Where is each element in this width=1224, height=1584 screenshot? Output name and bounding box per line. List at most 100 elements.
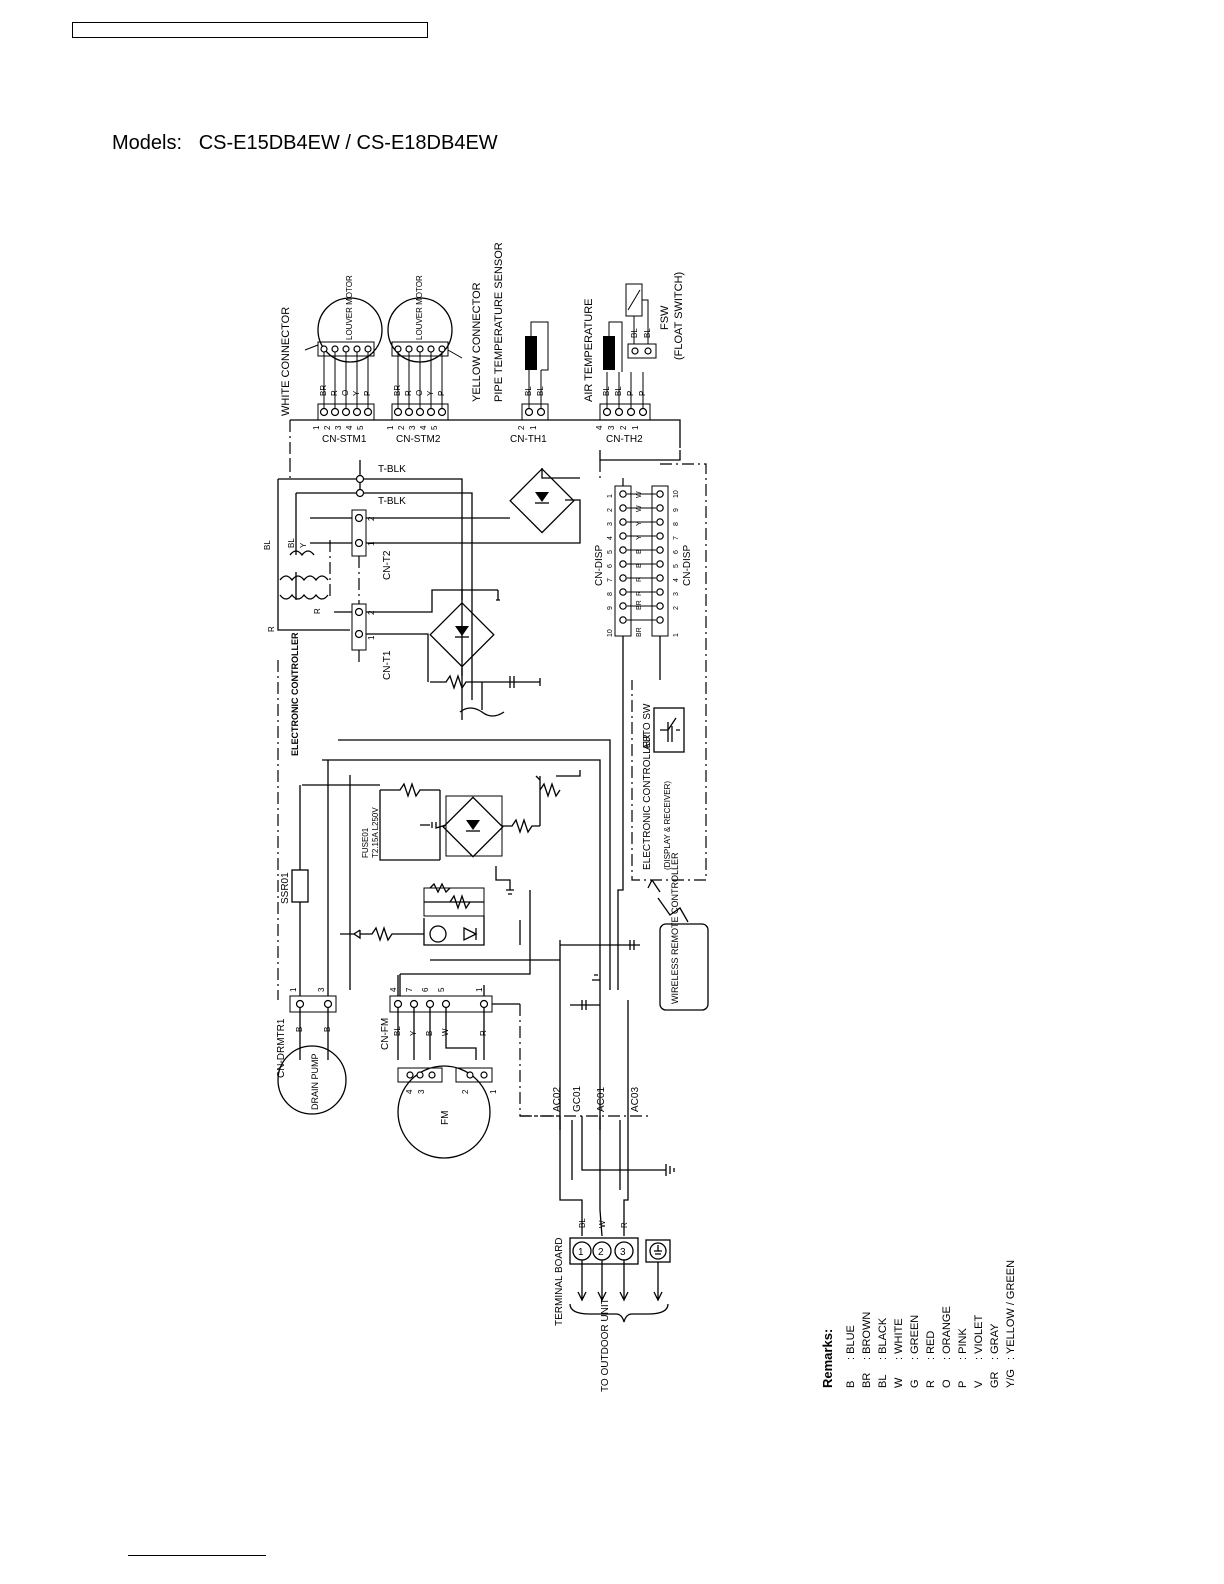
float-switch-label: (FLOAT SWITCH) bbox=[673, 272, 685, 360]
svg-text:1: 1 bbox=[367, 541, 376, 546]
svg-text:BL: BL bbox=[524, 386, 533, 396]
svg-text:1: 1 bbox=[673, 633, 680, 637]
remark-code: V bbox=[973, 1380, 985, 1388]
remark-code: R bbox=[925, 1380, 937, 1388]
svg-text:O: O bbox=[415, 390, 424, 396]
remark-code: BR bbox=[861, 1373, 873, 1388]
svg-text:5: 5 bbox=[437, 987, 446, 992]
remark-code: O bbox=[941, 1379, 953, 1388]
t-blk-1-label: T-BLK bbox=[378, 464, 406, 475]
svg-text:R: R bbox=[636, 591, 643, 596]
svg-text:B: B bbox=[295, 1027, 304, 1032]
svg-text:5: 5 bbox=[673, 564, 680, 568]
cn-drmtr1-block bbox=[289, 995, 337, 1013]
ssr01-block bbox=[291, 869, 309, 903]
svg-text:1: 1 bbox=[367, 635, 376, 640]
svg-text:8: 8 bbox=[607, 592, 614, 596]
svg-text:BL: BL bbox=[536, 386, 545, 396]
cn-stm1-pins bbox=[319, 407, 373, 417]
louver-motor-2-label: LOUVER MOTOR bbox=[415, 275, 424, 340]
svg-text:Y: Y bbox=[636, 521, 643, 526]
svg-text:Y: Y bbox=[409, 1030, 418, 1036]
svg-text:W: W bbox=[636, 505, 643, 512]
svg-text:W: W bbox=[598, 1220, 607, 1228]
display-section: CN-DISP CN-DISP 10 9 8 7 6 5 4 3 2 1 BR … bbox=[594, 450, 709, 1011]
svg-text:Y: Y bbox=[636, 535, 643, 540]
svg-text:3: 3 bbox=[607, 522, 614, 526]
display-receiver-label: (DISPLAY & RECEIVER) bbox=[663, 781, 672, 870]
svg-text:Y: Y bbox=[352, 390, 361, 396]
svg-text:BR: BR bbox=[319, 385, 328, 396]
svg-text:2: 2 bbox=[607, 508, 614, 512]
remarks-legend: Remarks: B BR BL W G R O P V GR Y/G : BL… bbox=[820, 1260, 1017, 1388]
svg-text:1: 1 bbox=[289, 987, 298, 992]
svg-text:3: 3 bbox=[673, 592, 680, 596]
yellow-connector-label: YELLOW CONNECTOR bbox=[471, 282, 483, 402]
svg-text:9: 9 bbox=[673, 508, 680, 512]
bridge-rectifier-3 bbox=[442, 796, 504, 858]
remark-code: G bbox=[909, 1379, 921, 1388]
svg-text:5: 5 bbox=[430, 425, 439, 430]
svg-text:6: 6 bbox=[421, 987, 430, 992]
svg-text:R: R bbox=[404, 390, 413, 396]
remark-code: W bbox=[893, 1377, 905, 1388]
t-blk-2-label: T-BLK bbox=[378, 496, 406, 507]
svg-text:BL: BL bbox=[578, 1218, 587, 1228]
svg-text:4: 4 bbox=[673, 578, 680, 582]
models-title: Models: CS-E15DB4EW / CS-E18DB4EW bbox=[112, 132, 498, 154]
cn-fm-label: CN-FM bbox=[380, 1018, 391, 1050]
ac01-label: AC01 bbox=[596, 1087, 607, 1112]
svg-text:R: R bbox=[313, 608, 322, 614]
svg-text:6: 6 bbox=[607, 564, 614, 568]
cn-stm2-label: CN-STM2 bbox=[396, 434, 441, 445]
svg-text:7: 7 bbox=[405, 987, 414, 992]
fuse-rating-label: T2.15A L250V bbox=[371, 807, 380, 858]
svg-text:1: 1 bbox=[475, 987, 484, 992]
svg-text:4: 4 bbox=[389, 987, 398, 992]
svg-text:BL: BL bbox=[602, 386, 611, 396]
cn-fm-block bbox=[389, 995, 493, 1013]
svg-text:P: P bbox=[363, 391, 372, 396]
fsw-label: FSW bbox=[659, 305, 671, 330]
cn-disp-bottom-label: CN-DISP bbox=[682, 545, 693, 586]
terminal-section: AC02 GC01 AC01 AC03 TERMINAL BOARD 1 2 3… bbox=[520, 1000, 675, 1392]
fuse-label: FUSE01 bbox=[361, 827, 370, 858]
svg-text:P: P bbox=[638, 391, 647, 396]
svg-text:1: 1 bbox=[386, 425, 395, 430]
gc01-label: GC01 bbox=[572, 1085, 583, 1112]
svg-text:BL: BL bbox=[614, 386, 623, 396]
svg-text:2: 2 bbox=[461, 1089, 470, 1094]
svg-text:1: 1 bbox=[489, 1089, 498, 1094]
svg-text:2: 2 bbox=[397, 425, 406, 430]
svg-text:9: 9 bbox=[607, 606, 614, 610]
svg-text:4: 4 bbox=[345, 425, 354, 430]
cn-th1-label: CN-TH1 bbox=[510, 434, 547, 445]
svg-text:P: P bbox=[626, 391, 635, 396]
cn-th2-block bbox=[599, 403, 651, 421]
svg-text:5: 5 bbox=[356, 425, 365, 430]
air-temp-label: AIR TEMPERATURE bbox=[583, 299, 595, 403]
top-labels: WHITE CONNECTOR YELLOW CONNECTOR LOUVER … bbox=[280, 242, 685, 445]
svg-text:3: 3 bbox=[334, 425, 343, 430]
terminal-board-label: TERMINAL BOARD bbox=[554, 1237, 565, 1326]
wireless-remote-label: WIRELESS REMOTE CONTROLLER bbox=[670, 852, 680, 1004]
svg-text:B: B bbox=[425, 1031, 434, 1036]
controller-boundary: ELECTRONIC CONTROLLER bbox=[277, 460, 300, 1000]
cn-th2-label: CN-TH2 bbox=[606, 434, 643, 445]
svg-text:6: 6 bbox=[673, 550, 680, 554]
to-outdoor-label: TO OUTDOOR UNIT bbox=[600, 1298, 611, 1392]
svg-text:2: 2 bbox=[323, 425, 332, 430]
remark-name: : VIOLET bbox=[973, 1314, 985, 1360]
terminal-board-block bbox=[569, 1237, 639, 1265]
svg-text:10: 10 bbox=[673, 490, 680, 498]
svg-text:B: B bbox=[323, 1027, 332, 1032]
wireless-remote-box bbox=[659, 923, 709, 1011]
fan-motor-circle bbox=[397, 1065, 491, 1159]
remark-name: : BLACK bbox=[877, 1317, 889, 1360]
remark-name: : ORANGE bbox=[941, 1306, 953, 1360]
display-controller-label: ELECTRONIC CONTROLLER bbox=[642, 734, 653, 870]
remark-name: : GRAY bbox=[989, 1323, 1001, 1360]
remark-name: : BROWN bbox=[861, 1312, 873, 1360]
cn-th1-block bbox=[521, 403, 549, 421]
